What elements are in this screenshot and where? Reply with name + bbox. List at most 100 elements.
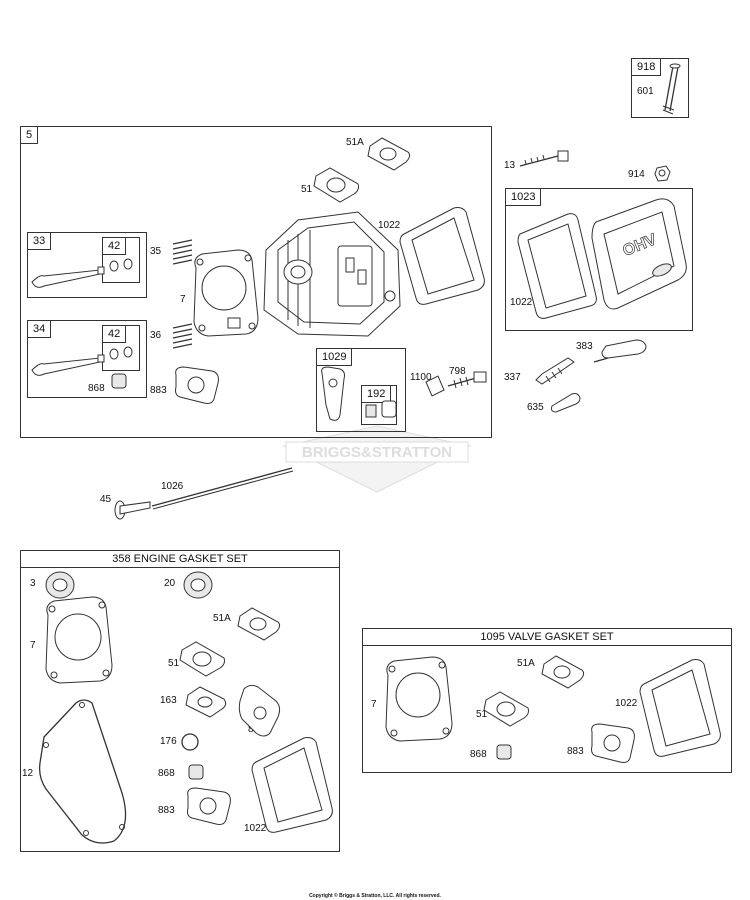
oil-seal-art-b: [183, 571, 213, 599]
engine-gasket-set-box: 358 ENGINE GASKET SET: [20, 550, 340, 852]
carb-gasket-art: [185, 686, 227, 718]
callout-51A-c: 51A: [517, 658, 535, 669]
callout-20: 20: [164, 578, 176, 589]
callout-798: 798: [449, 366, 466, 377]
callout-883-b: 883: [158, 805, 175, 816]
cylinder-head-art: [263, 211, 401, 337]
breather-tube-art: [662, 63, 681, 115]
callout-51A-b: 51A: [213, 613, 231, 624]
valve-gasket-set-title: 1095 VALVE GASKET SET: [363, 629, 731, 646]
callout-7-c: 7: [371, 699, 377, 710]
callout-635: 635: [527, 402, 544, 413]
callout-51-b: 51: [168, 658, 180, 669]
intake-gasket-art-b: [237, 607, 281, 641]
push-rod-guide-art: [425, 371, 487, 397]
valve-cover-box: 1023: [505, 188, 693, 331]
callout-12: 12: [22, 768, 34, 779]
valve-keeper-box-a: 42: [102, 237, 140, 283]
intake-valve-art: [31, 258, 133, 288]
callout-192: 192: [362, 386, 392, 403]
cover-gasket-art-c: [251, 737, 333, 833]
spark-plug-art: [535, 357, 575, 385]
watermark-text: BRIGGS&STRATTON: [302, 444, 452, 461]
oil-seal-art-a: [45, 571, 75, 599]
callout-883-c: 883: [567, 746, 584, 757]
callout-1022-c: 1022: [244, 823, 267, 834]
nut-art: [654, 165, 671, 182]
intake-gasket-art-a: [367, 137, 411, 171]
callout-918: 918: [632, 59, 662, 76]
cylinder-head-assembly-box: 5: [20, 126, 492, 438]
callout-1022-a: 1022: [378, 220, 401, 231]
head-gasket-art-c: [385, 656, 453, 742]
callout-601: 601: [637, 86, 654, 97]
valve-cover-art: OHV: [591, 198, 687, 310]
rocker-arm-box: 1029: [316, 348, 406, 432]
muffler-gasket-art: [238, 684, 281, 737]
callout-1023: 1023: [506, 189, 542, 206]
callout-176: 176: [160, 736, 177, 747]
exhaust-valve-box: 34: [27, 320, 147, 398]
crankcase-gasket-art: [38, 699, 127, 844]
callout-1029: 1029: [317, 349, 353, 366]
callout-1022-d: 1022: [615, 698, 638, 709]
engine-gasket-set-title: 358 ENGINE GASKET SET: [21, 551, 339, 568]
cover-gasket-art-b: [517, 213, 597, 319]
rocker-arm-art: [321, 366, 397, 421]
callout-33: 33: [28, 233, 52, 250]
valve-gasket-set-box: 1095 VALVE GASKET SET: [362, 628, 732, 773]
cover-gasket-art-a: [399, 207, 485, 305]
callout-42-b: 42: [103, 326, 127, 343]
callout-35: 35: [150, 246, 162, 257]
intake-spacer-art-c: [483, 691, 529, 727]
valve-seal-art-b: [188, 764, 204, 780]
part-box-918: 918: [631, 58, 689, 118]
callout-1100: 1100: [410, 372, 432, 383]
callout-5: 5: [21, 127, 39, 144]
callout-34: 34: [28, 321, 52, 338]
callout-7-b: 7: [30, 640, 36, 651]
cover-gasket-art-d: [639, 659, 721, 757]
head-gasket-art-a: [193, 249, 259, 337]
callout-7-a: 7: [180, 294, 186, 305]
callout-883-a: 883: [150, 385, 167, 396]
callout-13: 13: [504, 160, 516, 171]
callout-868-a: 868: [88, 383, 105, 394]
callout-1026: 1026: [161, 481, 184, 492]
bolt-art: [519, 150, 569, 167]
push-rod-art: [151, 467, 294, 510]
callout-51-a: 51: [301, 184, 313, 195]
copyright-notice: Copyright © Briggs & Stratton, LLC. All …: [309, 893, 441, 899]
callout-868-c: 868: [470, 749, 487, 760]
callout-36: 36: [150, 330, 162, 341]
exhaust-gasket-art-c: [591, 723, 635, 763]
callout-51-c: 51: [476, 709, 488, 720]
exhaust-gasket-art-b: [187, 787, 231, 825]
callout-3: 3: [30, 578, 36, 589]
callout-914: 914: [628, 169, 645, 180]
exhaust-valve-art: [31, 346, 133, 389]
valve-spring-art-a: [172, 239, 193, 265]
intake-spacer-art-b: [179, 641, 225, 677]
callout-383: 383: [576, 341, 593, 352]
tappet-art: [114, 500, 151, 520]
plug-cap-art: [551, 393, 581, 413]
callout-45: 45: [100, 494, 112, 505]
callout-337: 337: [504, 372, 521, 383]
callout-51A-a: 51A: [346, 137, 364, 148]
valve-spring-art-b: [172, 323, 193, 349]
callout-42-a: 42: [103, 238, 127, 255]
valve-seal-art-c: [496, 744, 512, 760]
intake-spacer-art-a: [313, 167, 359, 203]
intake-valve-box: 33: [27, 232, 147, 298]
callout-868-b: 868: [158, 768, 175, 779]
o-ring-art: [181, 733, 199, 751]
intake-gasket-art-c: [541, 655, 585, 689]
exhaust-gasket-art-a: [175, 366, 219, 404]
rocker-stud-box: 192: [361, 385, 397, 425]
callout-1022-b: 1022: [510, 297, 533, 308]
valve-keeper-box-b: 42: [102, 325, 140, 371]
spark-plug-boot-art: [593, 339, 647, 363]
head-gasket-art-b: [45, 596, 113, 684]
brand-watermark: BRIGGS&STRATTON: [282, 425, 472, 493]
